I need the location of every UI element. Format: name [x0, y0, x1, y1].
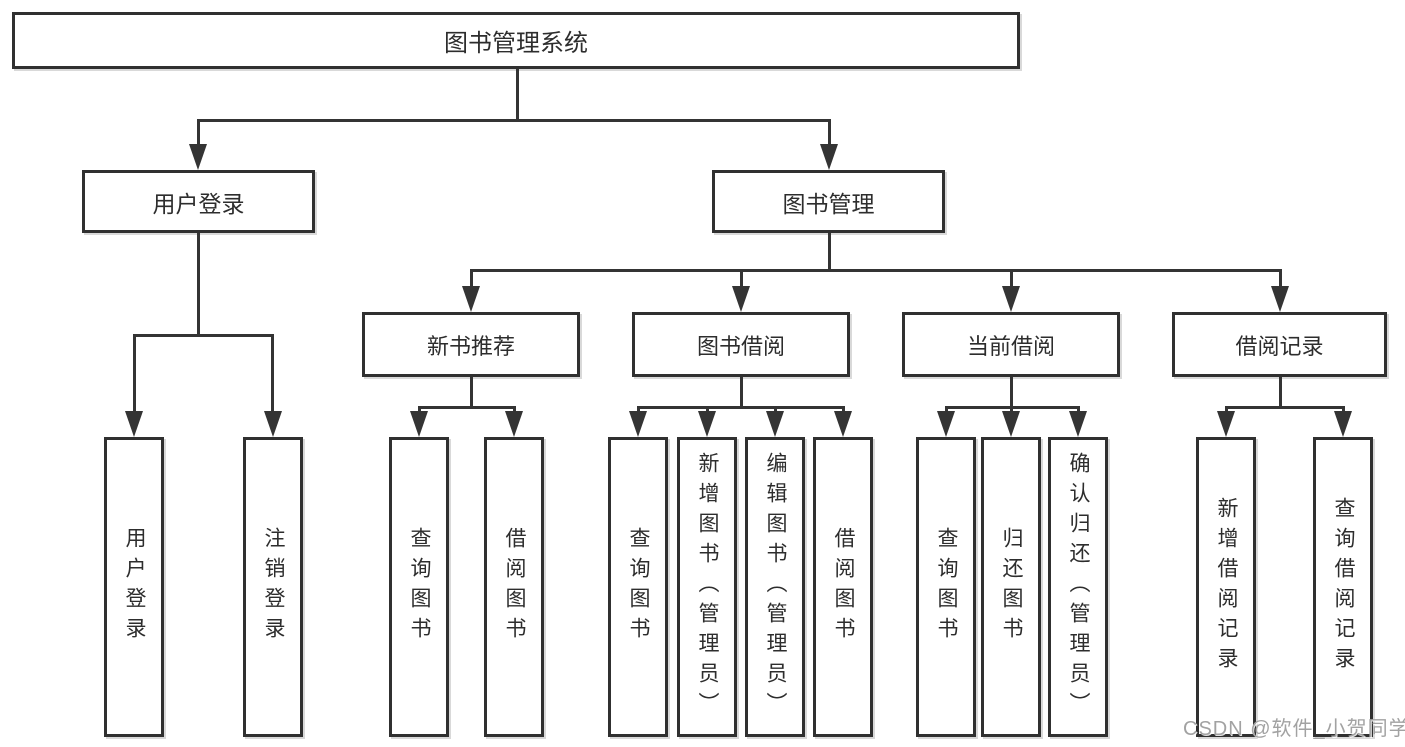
node-borrow-record-label: 借阅记录	[1235, 333, 1324, 359]
arrow-down-icon	[125, 411, 143, 437]
node-root-label: 图书管理系统	[444, 30, 588, 57]
connector-bb-stem-4	[842, 406, 845, 415]
arrow-down-icon	[1271, 286, 1289, 312]
connector-root-stem-left	[197, 119, 200, 147]
node-new-book-rec: 新书推荐	[362, 312, 580, 377]
node-user-login-label: 用户登录	[152, 190, 245, 217]
connector-bookmgmt-stem-1	[470, 269, 473, 289]
arrow-down-icon	[732, 286, 750, 312]
node-leaf-nbr-borrow: 借阅图书	[484, 437, 544, 737]
connector-userlogin-stem-left	[133, 334, 136, 414]
node-book-mgmt: 图书管理	[712, 170, 945, 233]
arrow-down-icon	[698, 411, 716, 437]
connector-bookmgmt-vline	[828, 233, 831, 272]
arrow-down-icon	[1002, 286, 1020, 312]
node-leaf-nbr-borrow-label: 借阅图书	[503, 527, 527, 647]
connector-bookmgmt-stem-4	[1279, 269, 1282, 289]
node-current-borrow-label: 当前借阅	[966, 333, 1055, 359]
connector-bookmgmt-hline	[470, 269, 1281, 272]
connector-cb-stem-3	[1077, 406, 1080, 415]
connector-nbr-hline	[418, 406, 516, 409]
arrow-down-icon	[1002, 411, 1020, 437]
node-leaf-cb-query-label: 查询图书	[935, 527, 959, 647]
node-leaf-bb-edit-label: 编辑图书（管理员）	[764, 452, 788, 722]
node-leaf-bb-query: 查询图书	[608, 437, 668, 737]
node-user-login: 用户登录	[82, 170, 315, 233]
connector-br-hline	[1225, 406, 1345, 409]
node-leaf-bb-add-label: 新增图书（管理员）	[696, 452, 720, 722]
connector-cb-stem-2	[1010, 406, 1013, 415]
arrow-down-icon	[834, 411, 852, 437]
arrow-down-icon	[505, 411, 523, 437]
node-leaf-br-query-label: 查询借阅记录	[1332, 497, 1356, 677]
node-leaf-cb-query: 查询图书	[916, 437, 976, 737]
arrow-down-icon	[766, 411, 784, 437]
connector-cb-vline	[1010, 377, 1013, 409]
node-borrow-record: 借阅记录	[1172, 312, 1387, 377]
arrow-down-icon	[1069, 411, 1087, 437]
connector-userlogin-hline	[133, 334, 274, 337]
node-leaf-nbr-query: 查询图书	[389, 437, 449, 737]
connector-bb-vline	[740, 377, 743, 409]
node-leaf-user-login-label: 用户登录	[123, 527, 147, 647]
node-leaf-logout-label: 注销登录	[262, 527, 286, 647]
node-current-borrow: 当前借阅	[902, 312, 1120, 377]
connector-cb-stem-1	[945, 406, 948, 415]
connector-userlogin-stem-right	[271, 334, 274, 414]
node-leaf-cb-confirm-label: 确认归还（管理员）	[1067, 452, 1091, 722]
arrow-down-icon	[937, 411, 955, 437]
node-book-mgmt-label: 图书管理	[782, 190, 875, 217]
connector-root-vline	[516, 69, 519, 120]
node-leaf-bb-borrow-label: 借阅图书	[832, 527, 856, 647]
connector-nbr-vline	[470, 377, 473, 409]
connector-bookmgmt-stem-2	[740, 269, 743, 289]
node-leaf-cb-return: 归还图书	[981, 437, 1041, 737]
arrow-down-icon	[462, 286, 480, 312]
connector-bb-hline	[637, 406, 845, 409]
node-leaf-user-login: 用户登录	[104, 437, 164, 737]
node-book-borrow: 图书借阅	[632, 312, 850, 377]
connector-root-hline	[197, 119, 831, 122]
arrow-down-icon	[629, 411, 647, 437]
arrow-down-icon	[1217, 411, 1235, 437]
node-leaf-logout: 注销登录	[243, 437, 303, 737]
connector-br-vline	[1279, 377, 1282, 409]
node-leaf-bb-borrow: 借阅图书	[813, 437, 873, 737]
node-leaf-bb-query-label: 查询图书	[627, 527, 651, 647]
connector-nbr-stem-2	[513, 406, 516, 415]
connector-bookmgmt-stem-3	[1010, 269, 1013, 289]
connector-userlogin-vline	[197, 233, 200, 336]
connector-bb-stem-3	[774, 406, 777, 415]
node-root: 图书管理系统	[12, 12, 1020, 69]
node-book-borrow-label: 图书借阅	[696, 333, 785, 359]
node-leaf-nbr-query-label: 查询图书	[408, 527, 432, 647]
watermark: CSDN @软件_小贺同学	[1183, 718, 1405, 740]
arrow-down-icon	[410, 411, 428, 437]
node-leaf-br-add-label: 新增借阅记录	[1215, 497, 1239, 677]
arrow-down-icon	[264, 411, 282, 437]
node-leaf-bb-edit: 编辑图书（管理员）	[745, 437, 805, 737]
connector-br-stem-1	[1225, 406, 1228, 415]
arrow-down-icon	[189, 144, 207, 170]
connector-bb-stem-2	[706, 406, 709, 415]
connector-nbr-stem-1	[418, 406, 421, 415]
connector-br-stem-2	[1342, 406, 1345, 415]
arrow-down-icon	[820, 144, 838, 170]
connector-root-stem-right	[828, 119, 831, 147]
node-leaf-cb-confirm: 确认归还（管理员）	[1048, 437, 1108, 737]
node-leaf-bb-add: 新增图书（管理员）	[677, 437, 737, 737]
node-leaf-cb-return-label: 归还图书	[1000, 527, 1024, 647]
connector-bb-stem-1	[637, 406, 640, 415]
arrow-down-icon	[1334, 411, 1352, 437]
node-leaf-br-query: 查询借阅记录	[1313, 437, 1373, 737]
node-leaf-br-add: 新增借阅记录	[1196, 437, 1256, 737]
node-new-book-rec-label: 新书推荐	[426, 333, 515, 359]
